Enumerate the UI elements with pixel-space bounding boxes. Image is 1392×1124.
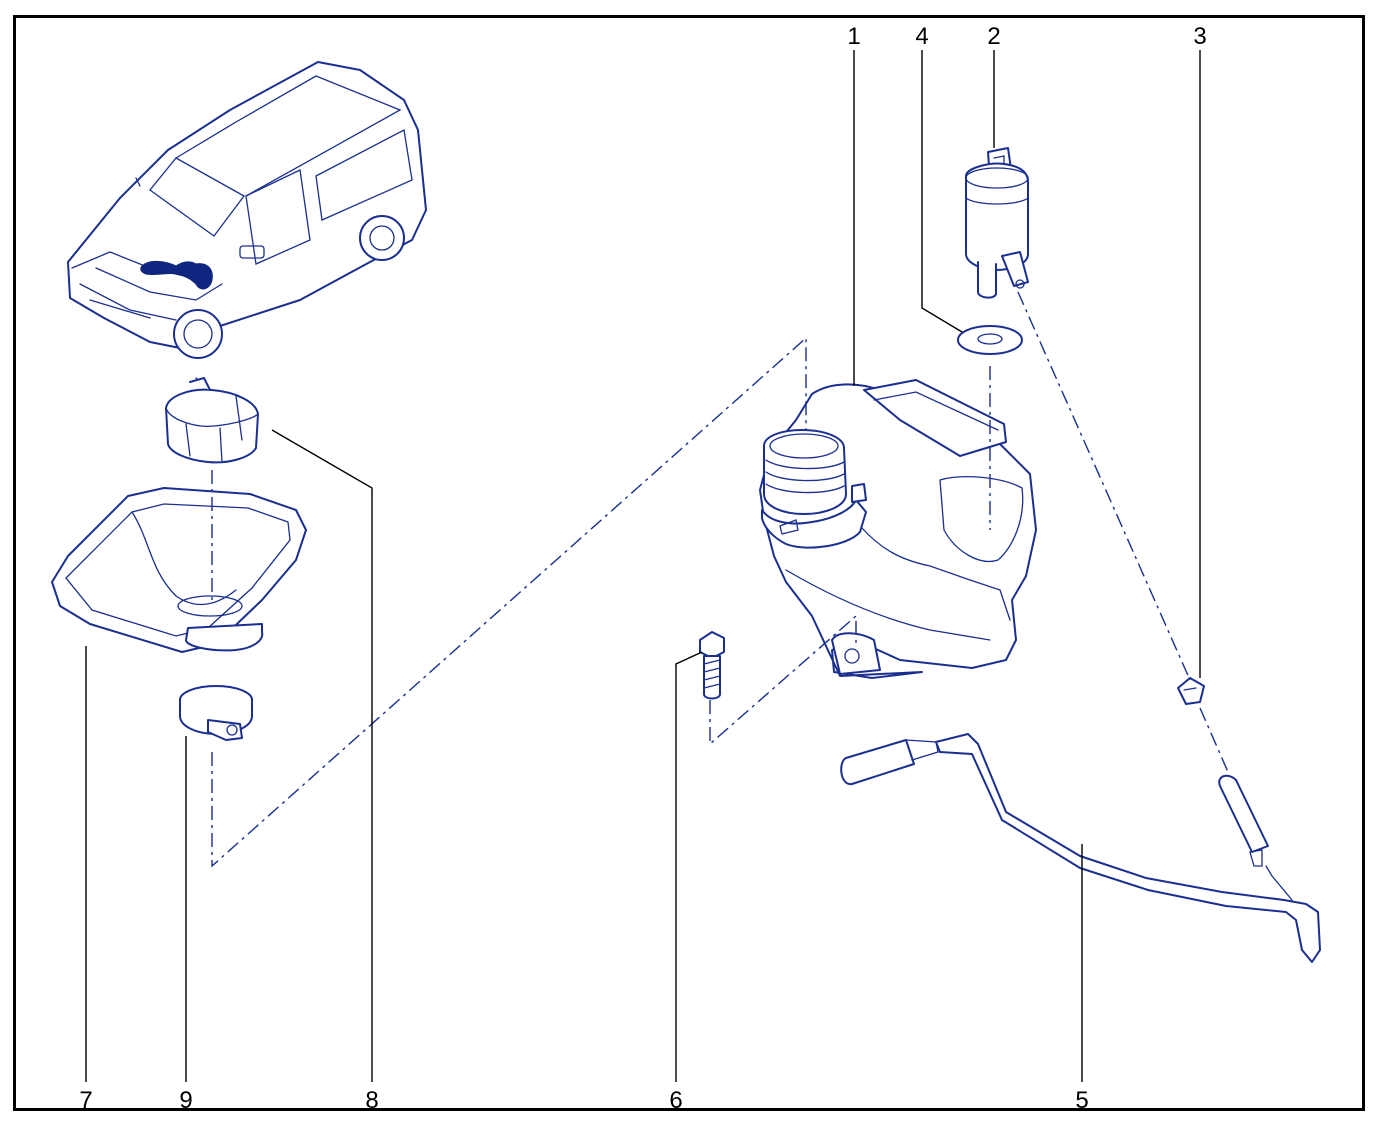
callout-8: 8	[365, 1087, 378, 1114]
reservoir-cap	[165, 377, 259, 464]
leader-lines	[85, 50, 1201, 1082]
callout-3: 3	[1193, 23, 1206, 50]
mounting-screw	[699, 631, 725, 700]
vehicle-locator-illustration	[67, 61, 427, 359]
callout-6: 6	[669, 1087, 682, 1114]
callout-labels: 1 2 3 4 5 6 7 8 9	[79, 23, 1206, 1114]
hose-clamp	[179, 685, 253, 741]
washer-hose	[840, 733, 1321, 963]
filler-funnel	[51, 487, 307, 653]
callout-2: 2	[987, 23, 1000, 50]
hose-clip	[1177, 677, 1205, 705]
callout-5: 5	[1075, 1087, 1088, 1114]
washer-reservoir	[759, 379, 1037, 679]
callout-1: 1	[847, 23, 860, 50]
assembly-axes	[211, 291, 1229, 868]
callout-9: 9	[179, 1087, 192, 1114]
callout-7: 7	[79, 1087, 92, 1114]
callout-4: 4	[915, 23, 928, 50]
pump-seal	[957, 325, 1023, 355]
washer-pump	[965, 147, 1029, 299]
